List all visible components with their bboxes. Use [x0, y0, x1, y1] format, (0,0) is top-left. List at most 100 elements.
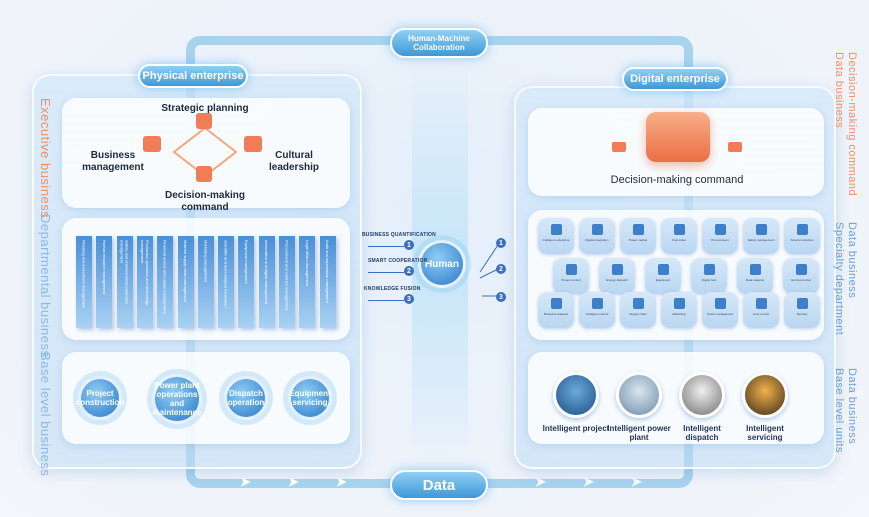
- specialty-tile: Intelligent control: [579, 292, 615, 328]
- step-arrow-2: [368, 272, 404, 273]
- strategic-planning-node: Strategic planning: [161, 103, 249, 114]
- specialty-tile: Energy dispatch: [599, 258, 635, 294]
- step-number-3: 3: [404, 294, 414, 304]
- specialty-tile: Cost index: [661, 218, 697, 254]
- department-bar-label: Human resource management: [101, 240, 107, 295]
- decision-making-command-node: Decision-making command: [164, 190, 246, 213]
- tile-icon: [714, 298, 726, 309]
- tile-icon: [550, 298, 562, 309]
- department-bar-label: Material supply chain management: [183, 240, 188, 303]
- cultural-leadership-node: Cultural leadership: [268, 150, 320, 173]
- department-bar-label: Planning and investment management: [81, 240, 87, 309]
- intelligent-project-photo: [553, 372, 599, 418]
- tile-label: Security: [796, 312, 808, 316]
- flow-chevron-icon: ➤: [631, 474, 642, 489]
- power-plant-bubble: Power plant operations and maintenance: [152, 374, 202, 424]
- tile-icon: [611, 264, 623, 275]
- tile-label: Power market: [628, 238, 648, 242]
- specialty-tile: Project control: [553, 258, 589, 294]
- specialty-tile: Digital integration: [579, 218, 615, 254]
- flow-chevron-icon: ➤: [336, 474, 347, 489]
- department-bar-label: Equipment management: [243, 240, 249, 284]
- tile-icon: [673, 298, 685, 309]
- specialty-tile: Smart production: [784, 218, 820, 254]
- step-number-2: 2: [404, 266, 414, 276]
- flow-chevron-icon: ➤: [288, 474, 299, 489]
- specialty-tile: Supply chain: [620, 292, 656, 328]
- dispatch-operation-bubble: Dispatch operation: [224, 376, 268, 420]
- culture-icon: [244, 136, 262, 152]
- tile-label: Intelligent enterprise: [542, 238, 570, 242]
- department-bar: Audit and supervision management: [319, 236, 336, 328]
- human-machine-collaboration-pill: Human-Machine Collaboration: [390, 28, 488, 58]
- step-label-2: SMART COOPERATION: [368, 258, 428, 264]
- department-bar-label: Legal affairs management: [304, 240, 310, 287]
- intelligent-power-plant-label: Intelligent power plant: [607, 424, 671, 442]
- department-bar: Human resource management: [96, 236, 113, 328]
- specialty-tile: Smart management: [702, 292, 738, 328]
- tile-icon: [632, 298, 644, 309]
- human-hub: Human: [418, 240, 466, 288]
- tile-label: Digital integration: [585, 238, 609, 242]
- business-management-node: Business management: [82, 150, 144, 173]
- department-bar: Financial assets and capital management: [157, 236, 174, 328]
- tile-icon: [550, 224, 562, 235]
- department-bar-label: Procurement and contract management: [284, 240, 290, 311]
- project-construction-bubble: Project construction: [76, 376, 124, 420]
- decision-icon: [196, 166, 212, 182]
- intelligent-power-plant-photo: [616, 372, 662, 418]
- tile-icon: [714, 224, 726, 235]
- tile-label: Intelligent control: [585, 312, 609, 316]
- strategic-icon: [196, 113, 212, 129]
- department-bar: Equipment management: [238, 236, 255, 328]
- specialty-tile: Cost control: [743, 292, 779, 328]
- specialty-tile: Procurement: [702, 218, 738, 254]
- executive-business-label: Executive business: [38, 98, 53, 219]
- tile-icon: [755, 298, 767, 309]
- department-bar: Production operation and technology mana…: [136, 236, 153, 328]
- flow-chevron-icon: ➤: [240, 474, 251, 489]
- specialty-tile: Environmental: [783, 258, 819, 294]
- tile-label: Supply chain: [629, 312, 647, 316]
- specialty-tile: Intelligent enterprise: [538, 218, 574, 254]
- step-arrow-3: [368, 300, 404, 301]
- data-pill: Data: [390, 470, 488, 500]
- department-bar: Scientific and technological innovation: [218, 236, 235, 328]
- tile-icon: [657, 264, 669, 275]
- specialty-tile: Safety management: [743, 218, 779, 254]
- tile-label: Environmental: [791, 278, 811, 282]
- specialty-tile: Security: [784, 292, 820, 328]
- tile-icon: [795, 264, 807, 275]
- tile-label: Smart management: [706, 312, 734, 316]
- department-bar-label: Production operation and technology mana…: [139, 240, 150, 306]
- department-bar-label: Information and digital management: [264, 240, 270, 304]
- tile-label: Business analysis: [544, 312, 568, 316]
- intelligent-dispatch-label: Intelligent dispatch: [683, 424, 721, 442]
- tile-label: Safety management: [747, 238, 775, 242]
- department-bar: Procurement and contract management: [279, 236, 295, 328]
- tile-label: Project control: [561, 278, 581, 282]
- right-number-1: 1: [496, 238, 506, 248]
- tile-icon: [565, 264, 577, 275]
- flow-chevron-icon: ➤: [535, 474, 546, 489]
- tile-icon: [755, 224, 767, 235]
- specialty-tile: Business analysis: [538, 292, 574, 328]
- decision-platform-icon: [646, 112, 710, 162]
- tile-label: Procurement: [711, 238, 729, 242]
- specialty-department-label: Data business Specialty department: [833, 222, 858, 336]
- base-level-units-label: Data business Base level units: [833, 368, 858, 454]
- department-bar: Planning and investment management: [76, 236, 92, 328]
- base-level-business-label: Base level business: [38, 352, 53, 477]
- digital-enterprise-title: Digital enterprise: [622, 67, 728, 91]
- tile-icon: [591, 298, 603, 309]
- tile-label: Energy dispatch: [606, 278, 628, 282]
- flow-chevron-icon: ➤: [583, 474, 594, 489]
- tile-icon: [703, 264, 715, 275]
- department-bar-label: Safety and environmental protection mana…: [119, 240, 130, 305]
- specialty-tile: Power market: [620, 218, 656, 254]
- tile-label: Cost control: [752, 312, 769, 316]
- business-icon: [143, 136, 161, 152]
- cube-icon: [728, 142, 742, 152]
- decision-making-data-business-label: Decision-making command Data business: [833, 52, 858, 197]
